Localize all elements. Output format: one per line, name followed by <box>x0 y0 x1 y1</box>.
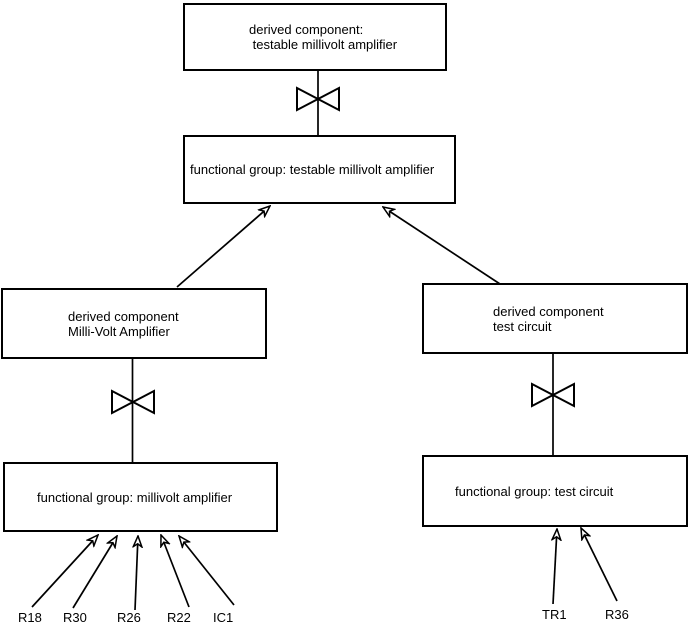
node-derived-millivolt-amplifier: derived component Milli-Volt Amplifier <box>1 288 267 359</box>
node-functional-group-test-circuit: functional group: test circuit <box>422 455 688 527</box>
edge-left-derived-to-func-milli <box>111 359 155 463</box>
node-label-line: functional group: millivolt amplifier <box>37 489 233 505</box>
node-functional-group-testable: functional group: testable millivolt amp… <box>183 135 456 204</box>
node-derived-testable-amplifier: derived component: testable millivolt am… <box>183 3 447 71</box>
edge-r26-to-func-milli <box>135 536 138 611</box>
node-label-line: testable millivolt amplifier <box>249 37 398 52</box>
bowtie-icon <box>531 382 575 408</box>
component-label-r18: R18 <box>18 610 42 625</box>
node-label-line: functional group: testable millivolt amp… <box>190 162 435 177</box>
component-label-r36: R36 <box>605 607 629 622</box>
edge-ic1-to-func-milli <box>179 536 235 606</box>
node-functional-group-millivolt: functional group: millivolt amplifier <box>3 462 278 532</box>
edge-r36-to-func-test <box>581 528 618 602</box>
edge-left-derived-to-func-testable <box>176 206 270 288</box>
node-label-line: Milli-Volt Amplifier <box>68 323 170 339</box>
edge-r18-to-func-milli <box>31 535 98 608</box>
node-label-line: derived component <box>68 308 179 324</box>
node-label-line: derived component <box>493 303 604 319</box>
edge-tr1-to-func-test <box>553 529 557 605</box>
component-label-tr1: TR1 <box>542 607 567 622</box>
edge-right-derived-to-func-testable <box>383 207 501 285</box>
component-label-ic1: IC1 <box>213 610 234 625</box>
edge-r30-to-func-milli <box>72 536 117 609</box>
component-label-r22: R22 <box>167 610 191 625</box>
bowtie-icon <box>111 389 155 415</box>
node-label-line: functional group: test circuit <box>455 483 614 499</box>
node-label-line: derived component: <box>249 22 364 37</box>
bowtie-icon <box>296 86 340 112</box>
component-label-r30: R30 <box>63 610 87 625</box>
node-derived-test-circuit: derived component test circuit <box>422 283 688 354</box>
edge-r22-to-func-milli <box>161 535 190 608</box>
component-label-r26: R26 <box>117 610 141 625</box>
edge-top-derived-to-func-testable <box>296 70 340 136</box>
node-label-line: test circuit <box>493 318 552 334</box>
edge-right-derived-to-func-test <box>531 354 575 456</box>
